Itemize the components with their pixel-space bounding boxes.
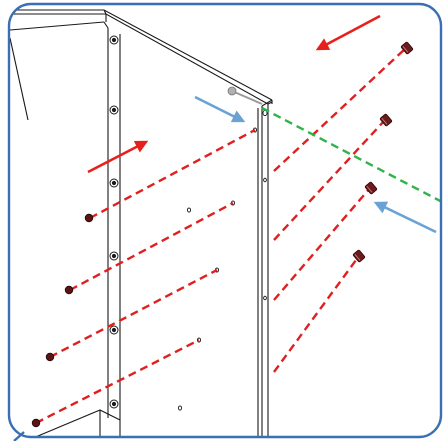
blue-arrow-top bbox=[194, 95, 246, 123]
bolt-guide-lines bbox=[35, 47, 407, 425]
guide-pin bbox=[227, 86, 263, 105]
callout-tail bbox=[13, 431, 25, 441]
bolt-heads-left bbox=[31, 213, 94, 428]
bolts-right bbox=[352, 41, 414, 263]
red-arrow-top bbox=[315, 14, 381, 51]
cabinet-drawing bbox=[9, 9, 273, 437]
frame-nuts bbox=[109, 35, 119, 409]
direction-arrows bbox=[87, 14, 437, 234]
alignment-guide-line bbox=[261, 106, 441, 207]
panel-holes bbox=[177, 109, 268, 411]
image-frame bbox=[7, 2, 443, 439]
red-arrow-left bbox=[87, 140, 149, 174]
blue-arrow-right bbox=[373, 201, 437, 234]
